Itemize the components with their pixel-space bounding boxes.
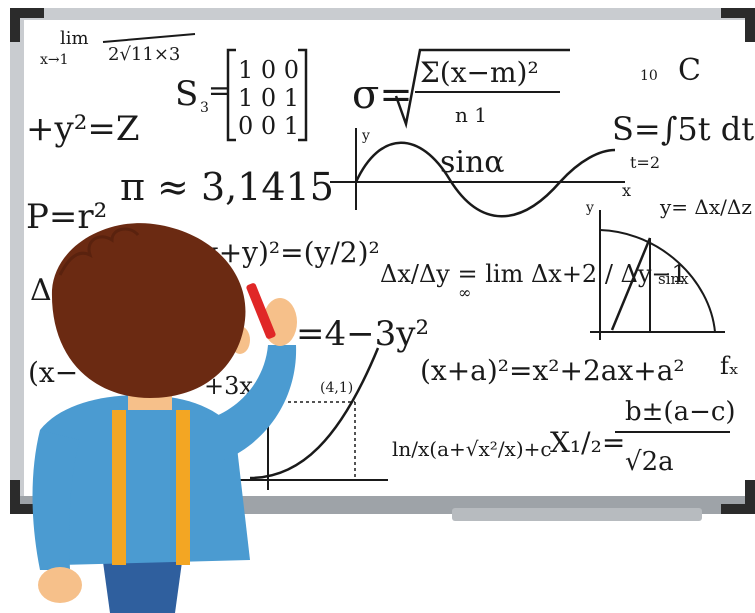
formula-matrix-s: S	[175, 74, 198, 114]
corner-cap-bottom-right	[721, 480, 755, 514]
formula-fx: fₓ	[720, 352, 739, 380]
formula-quadratic-lhs: X₁/₂=	[550, 426, 625, 459]
formula-int-bottom: t=2	[630, 153, 660, 172]
formula-delta-lim: Δx/Δy = lim Δx+2 / Δy−1	[380, 260, 687, 288]
matrix-row-3: 0 0 1	[238, 112, 299, 140]
left-hand	[38, 567, 82, 603]
formula-y2z: +y²=Z	[26, 109, 139, 149]
lower-arm	[32, 430, 80, 570]
formula-paren-left: (x−	[28, 356, 78, 389]
formula-sigma-den: n 1	[455, 103, 487, 127]
sin-graph-y-axis: y	[361, 128, 370, 144]
character	[32, 223, 297, 613]
marker	[246, 283, 276, 339]
formulas: lim x→1 2√11×3 S 3 = 1 0 0 1 0 1 0 0 1 +…	[26, 28, 754, 490]
sin-graph-x-axis: x	[622, 181, 631, 200]
formula-delta-left: Δ	[30, 273, 52, 308]
formula-lim-top: lim	[60, 28, 89, 49]
formula-s-integral: S=∫5t dt	[612, 110, 754, 148]
formula-sigma-lhs: σ=	[352, 72, 413, 118]
shirt	[40, 395, 250, 565]
formula-quadratic-den: √2a	[625, 447, 674, 477]
formula-sin-alpha: sinα	[440, 145, 505, 180]
hair	[51, 223, 246, 398]
formula-pi: π ≈ 3,1415	[120, 165, 334, 209]
matrix-row-1: 1 0 0	[238, 56, 299, 84]
svg-text:y: y	[585, 200, 594, 216]
formula-sinx-label: sinx	[658, 270, 689, 288]
suspender-left	[112, 410, 126, 565]
formula-lim-frac: 2√11×3	[108, 44, 180, 65]
formula-point: (4,1)	[320, 380, 353, 396]
formula-expansion: (x+a)²=x²+2ax+a²	[420, 354, 685, 387]
formula-lim-inf: ∞	[458, 283, 471, 302]
svg-text:=: =	[208, 74, 231, 107]
formula-p: P=r²	[26, 197, 107, 237]
formula-sigma-num: Σ(x−m)²	[420, 56, 539, 89]
suspender-right	[176, 410, 190, 565]
formula-four-minus: =4−3y²	[296, 314, 429, 354]
formula-lim-sub: x→1	[40, 52, 69, 68]
matrix-row-2: 1 0 1	[238, 84, 299, 112]
corner-cap-top-right	[721, 8, 755, 42]
formula-matrix-s-sub: 3	[200, 100, 209, 116]
formula-ln: ln/x(a+√x²/x)+c	[392, 437, 552, 461]
formula-int-top: 10	[640, 68, 658, 84]
formula-quadratic-num: b±(a−c)	[625, 397, 736, 427]
raised-arm	[205, 345, 297, 460]
formula-c: C	[678, 53, 701, 88]
corner-cap-top-left	[10, 8, 44, 42]
formula-y-delta: y= Δx/Δz	[659, 195, 752, 219]
marker-tray	[452, 508, 702, 521]
